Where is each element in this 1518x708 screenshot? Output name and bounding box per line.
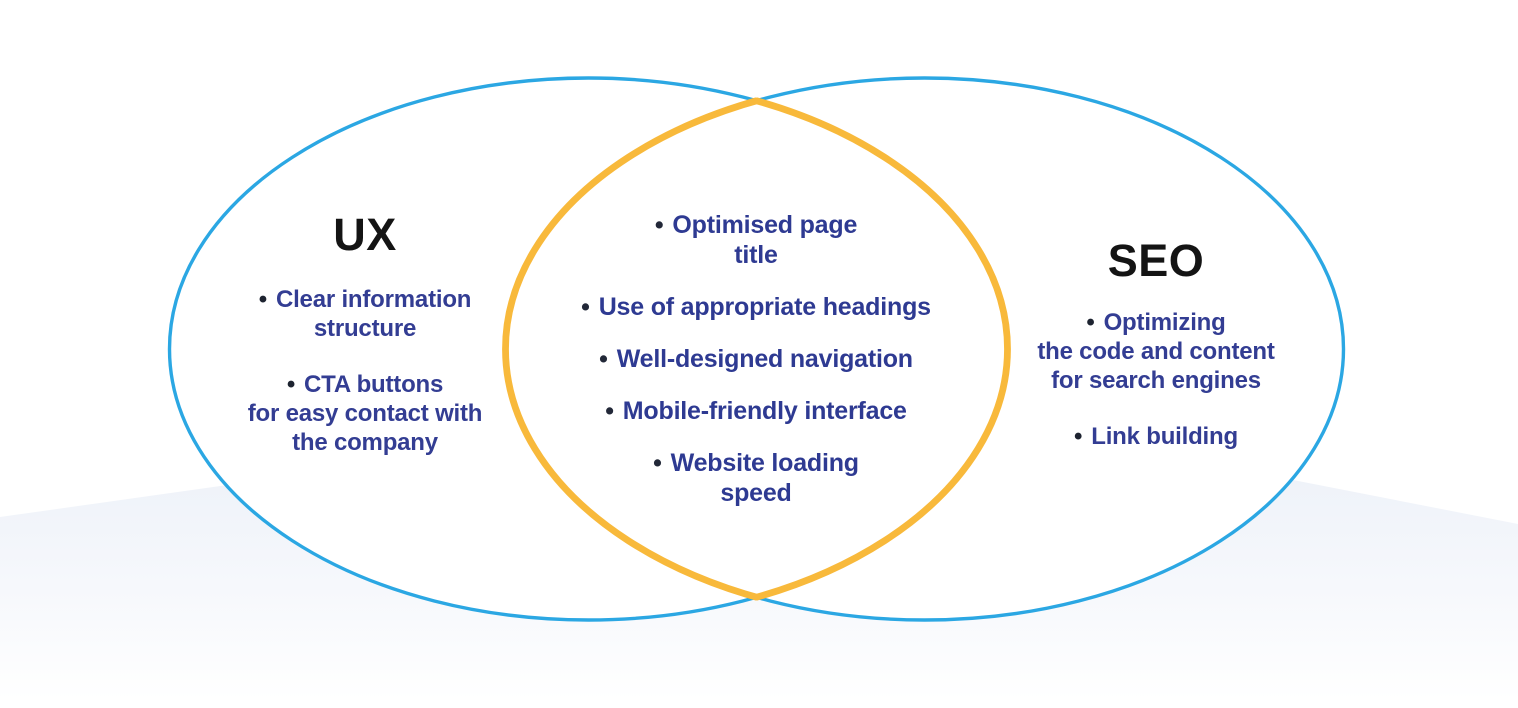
- list-item-line: • Well-designed navigation: [546, 344, 966, 374]
- list-item-text: Mobile-friendly interface: [622, 397, 907, 425]
- list-item-line: for search engines: [1051, 367, 1261, 394]
- list-item-text: Website loading: [670, 449, 859, 477]
- bullet-icon: •: [258, 286, 267, 313]
- list-item-text: Optimised page: [672, 211, 858, 239]
- bullet-icon: •: [1086, 309, 1095, 336]
- seo-section: SEO • Optimizing the code and content for…: [996, 237, 1316, 451]
- list-item-line: for easy contact with: [247, 400, 483, 427]
- list-item-line: • Link building: [996, 422, 1316, 451]
- overlap-section: • Optimised page title • Use of appropriat…: [546, 210, 966, 508]
- list-item-text: CTA buttons: [304, 371, 444, 398]
- list-item-line: • Clear information: [215, 285, 515, 314]
- seo-items: • Optimizing the code and content for sea…: [996, 308, 1316, 451]
- seo-heading: SEO: [1107, 235, 1205, 286]
- ux-heading: UX: [333, 209, 397, 260]
- bullet-icon: •: [605, 397, 614, 425]
- bullet-icon: •: [581, 293, 590, 321]
- list-item-line: • Optimizing: [996, 308, 1316, 337]
- list-item: • Website loading speed: [546, 448, 966, 508]
- bullet-icon: •: [1074, 423, 1083, 450]
- list-item-line: • Website loading: [546, 448, 966, 478]
- list-item-line: the company: [292, 429, 438, 456]
- list-item-line: • Optimised page: [546, 210, 966, 240]
- ux-items: • Clear information structure • CTA button…: [215, 285, 515, 457]
- overlap-items: • Optimised page title • Use of appropriat…: [546, 210, 966, 508]
- ux-section: UX • Clear information structure • CTA but…: [215, 212, 515, 457]
- list-item: • Mobile-friendly interface: [546, 396, 966, 426]
- list-item-text: Optimizing: [1103, 309, 1226, 336]
- list-item: • Link building: [996, 422, 1316, 451]
- list-item-text: Well-designed navigation: [616, 345, 913, 373]
- list-item-line: structure: [313, 315, 417, 342]
- list-item-line: • Use of appropriate headings: [546, 292, 966, 322]
- list-item-text: Use of appropriate headings: [598, 293, 931, 321]
- bullet-icon: •: [286, 371, 296, 398]
- list-item-text: Clear information: [275, 286, 472, 313]
- list-item: • Optimizing the code and content for sea…: [996, 308, 1316, 395]
- list-item-line: • CTA buttons: [215, 370, 515, 399]
- list-item: • Optimised page title: [546, 210, 966, 270]
- list-item: • Well-designed navigation: [546, 344, 966, 374]
- list-item-line: title: [734, 241, 778, 269]
- list-item: • CTA buttons for easy contact with the c…: [215, 370, 515, 457]
- bullet-icon: •: [653, 449, 662, 477]
- list-item-line: the code and content: [1037, 338, 1275, 365]
- list-item-line: • Mobile-friendly interface: [546, 396, 966, 426]
- list-item: • Clear information structure: [215, 285, 515, 343]
- list-item: • Use of appropriate headings: [546, 292, 966, 322]
- bullet-icon: •: [599, 345, 608, 373]
- list-item-text: Link building: [1091, 423, 1238, 450]
- bullet-icon: •: [654, 211, 664, 239]
- list-item-line: speed: [720, 479, 792, 507]
